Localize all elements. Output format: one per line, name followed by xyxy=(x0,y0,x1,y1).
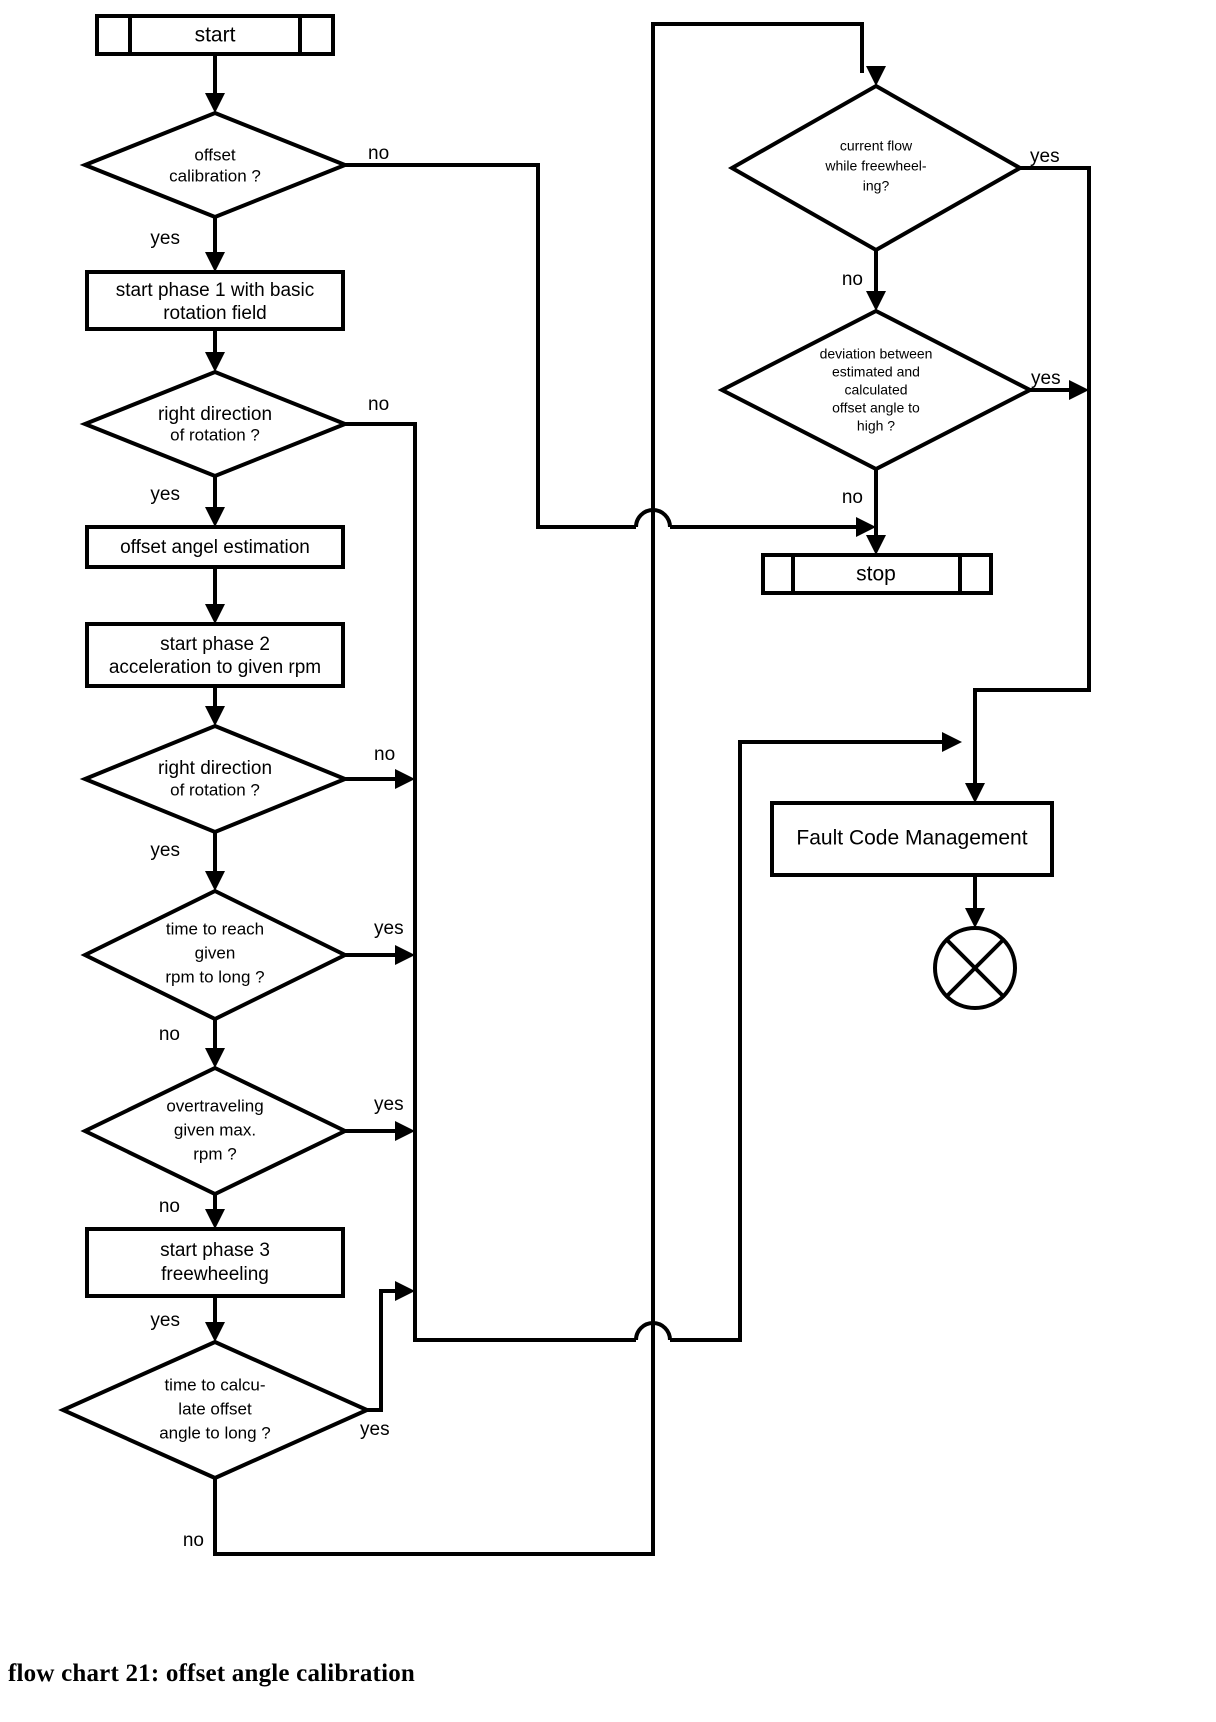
edge-label-offset-calibration-yes: yes xyxy=(150,228,180,249)
edge-time-to-calculate-no: no xyxy=(183,22,886,1556)
edge-overtraveling-yes: yes xyxy=(345,1094,415,1141)
edge-time-to-reach-no: no xyxy=(159,1019,225,1068)
node-right-direction-1-line2: of rotation ? xyxy=(170,425,260,444)
edge-current-flow-no: no xyxy=(842,250,886,311)
edge-phase3-to-time-to-calculate: yes xyxy=(150,1296,225,1342)
node-overtraveling-line3: rpm ? xyxy=(193,1144,236,1163)
edge-label-overtraveling-no: no xyxy=(159,1196,180,1217)
node-phase1: start phase 1 with basic rotation field xyxy=(85,270,345,331)
edge-start-to-offset-calibration xyxy=(205,54,225,113)
node-phase3-line1: start phase 3 xyxy=(160,1240,270,1261)
node-deviation-line2: estimated and xyxy=(832,364,920,380)
node-deviation-line3: calculated xyxy=(844,382,907,398)
node-offset-angel-estimation: offset angel estimation xyxy=(85,525,345,569)
node-overtraveling-line2: given max. xyxy=(174,1120,256,1139)
node-offset-calibration-line2: calibration ? xyxy=(169,166,261,185)
node-deviation: deviation between estimated and calculat… xyxy=(717,308,1035,472)
edge-label-deviation-yes: yes xyxy=(1031,368,1061,389)
node-overtraveling-line1: overtraveling xyxy=(166,1096,263,1115)
node-current-flow-line3: ing? xyxy=(863,178,890,194)
edge-label-right-direction-2-yes: yes xyxy=(150,840,180,861)
node-deviation-line1: deviation between xyxy=(820,346,933,362)
edge-label-current-flow-yes: yes xyxy=(1030,146,1060,167)
node-phase3: start phase 3 freewheeling xyxy=(85,1227,345,1298)
node-time-to-calculate-line3: angle to long ? xyxy=(159,1423,271,1442)
edge-right-direction-1-yes: yes xyxy=(150,476,225,527)
node-right-direction-1-line1: right direction xyxy=(158,404,272,425)
node-phase2: start phase 2 acceleration to given rpm xyxy=(85,622,345,688)
node-current-flow: current flow while freewheel- ing? xyxy=(727,83,1025,253)
figure-caption: flow chart 21: offset angle calibration xyxy=(8,1660,416,1687)
node-current-flow-line2: while freewheel- xyxy=(824,158,926,174)
node-start: start xyxy=(95,14,335,56)
node-time-to-calculate-line1: time to calcu- xyxy=(164,1375,265,1394)
edge-overtraveling-no: no xyxy=(159,1194,225,1229)
edge-current-flow-yes: yes xyxy=(965,146,1091,803)
edge-label-current-flow-no: no xyxy=(842,269,863,290)
node-right-direction-1: right direction of rotation ? xyxy=(79,369,351,479)
node-right-direction-2: right direction of rotation ? xyxy=(79,723,351,835)
node-phase2-line2: acceleration to given rpm xyxy=(109,657,321,678)
node-fault-code-management: Fault Code Management xyxy=(770,801,1054,877)
node-phase2-line1: start phase 2 xyxy=(160,634,270,655)
edge-label-time-to-reach-yes: yes xyxy=(374,918,404,939)
edge-label-right-direction-1-no: no xyxy=(368,394,389,415)
node-time-to-calculate-line2: late offset xyxy=(178,1399,252,1418)
node-phase1-line2: rotation field xyxy=(163,303,267,324)
edge-right-direction-2-yes: yes xyxy=(150,832,225,891)
node-deviation-line5: high ? xyxy=(857,418,895,434)
edge-offset-calibration-no: no xyxy=(345,143,876,537)
node-time-to-reach-line1: time to reach xyxy=(166,919,264,938)
node-right-direction-2-line1: right direction xyxy=(158,758,272,779)
edge-fcm-to-end-connector xyxy=(965,875,985,928)
edge-deviation-no: no xyxy=(842,469,886,555)
edge-label-right-direction-2-no: no xyxy=(374,744,395,765)
edge-label-time-to-calculate-no: no xyxy=(183,1530,204,1551)
node-current-flow-line1: current flow xyxy=(840,138,913,154)
edge-right-direction-2-no: no xyxy=(345,744,415,789)
node-phase3-line2: freewheeling xyxy=(161,1264,269,1285)
node-overtraveling: overtraveling given max. rpm ? xyxy=(80,1065,350,1197)
edge-label-overtraveling-yes: yes xyxy=(374,1094,404,1115)
node-phase1-line1: start phase 1 with basic xyxy=(116,280,315,301)
node-fault-code-management-label: Fault Code Management xyxy=(796,827,1027,850)
node-stop-label: stop xyxy=(856,563,896,586)
node-time-to-reach: time to reach given rpm to long ? xyxy=(80,888,350,1022)
node-time-to-reach-line2: given xyxy=(195,943,236,962)
node-offset-calibration: offset calibration ? xyxy=(79,110,351,220)
node-offset-angel-estimation-label: offset angel estimation xyxy=(120,537,310,558)
node-offset-calibration-line1: offset xyxy=(194,145,236,164)
edge-phase2-to-right-direction-2 xyxy=(205,686,225,726)
edge-time-to-reach-yes: yes xyxy=(345,918,415,965)
node-time-to-calculate: time to calcu- late offset angle to long… xyxy=(58,1339,372,1481)
edge-time-to-calculate-yes: yes xyxy=(360,1281,415,1440)
edge-label-right-direction-1-yes: yes xyxy=(150,484,180,505)
edge-label-phase3-out: yes xyxy=(150,1310,180,1331)
edge-label-offset-calibration-no: no xyxy=(368,143,389,164)
node-deviation-line4: offset angle to xyxy=(832,400,920,416)
edge-label-time-to-reach-no: no xyxy=(159,1024,180,1045)
edge-offset-angel-to-phase2 xyxy=(205,567,225,624)
edge-label-time-to-calculate-yes: yes xyxy=(360,1419,390,1440)
edge-phase1-to-right-direction-1 xyxy=(205,329,225,372)
edge-deviation-yes: yes xyxy=(1030,368,1089,400)
node-time-to-reach-line3: rpm to long ? xyxy=(165,967,264,986)
node-right-direction-2-line2: of rotation ? xyxy=(170,780,260,799)
node-end-connector xyxy=(933,926,1017,1010)
node-stop: stop xyxy=(761,553,993,595)
edge-offset-calibration-yes: yes xyxy=(150,217,225,272)
edge-label-deviation-no: no xyxy=(842,487,863,508)
node-start-label: start xyxy=(195,24,236,47)
